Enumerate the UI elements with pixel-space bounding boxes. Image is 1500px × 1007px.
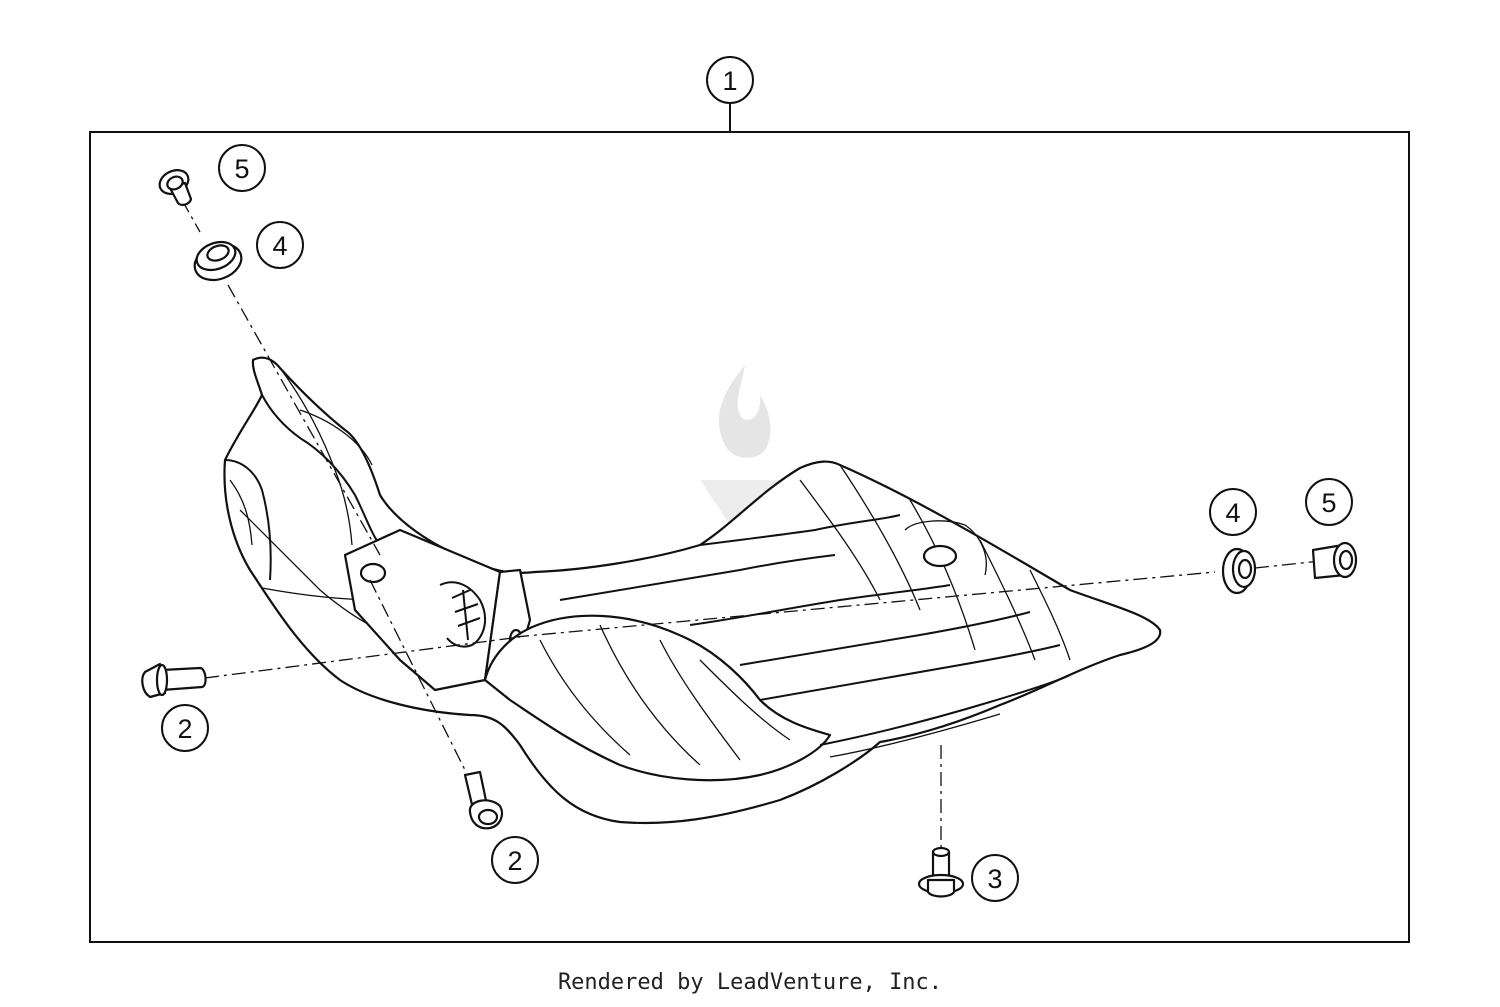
bolt-2-lower <box>463 770 504 830</box>
axis-line-right-mount <box>514 571 1216 638</box>
callout-4-right: 4 <box>1209 488 1257 536</box>
grommet-4-top-left <box>193 240 243 282</box>
callout-5-top-left-number: 5 <box>234 154 249 184</box>
grommet-4-right <box>1221 547 1257 595</box>
callout-2-left-number: 2 <box>177 714 192 744</box>
assembly-frame <box>89 131 1410 943</box>
callout-2-left: 2 <box>161 704 209 752</box>
callout-2-lower: 2 <box>491 836 539 884</box>
callout-4-right-number: 4 <box>1225 498 1240 528</box>
callout-1-number: 1 <box>722 66 737 96</box>
bolt-2-left <box>141 662 207 699</box>
brand-emblem <box>439 581 486 648</box>
axis-line-bolt-2b <box>369 579 466 771</box>
callout-3-number: 3 <box>987 864 1002 894</box>
bushing-5-top-left <box>158 169 193 206</box>
callout-3: 3 <box>971 854 1019 902</box>
callout-4-top-left: 4 <box>256 221 304 269</box>
callout-5-top-left: 5 <box>218 144 266 192</box>
axis-line-left-mount <box>227 284 381 556</box>
render-credit: Rendered by LeadVenture, Inc. <box>557 970 943 995</box>
skid-plate <box>223 356 1162 825</box>
axis-line-bolt-2a <box>204 636 521 679</box>
callout-5-right: 5 <box>1305 478 1353 526</box>
callout-1: 1 <box>706 56 754 104</box>
callout-5-right-number: 5 <box>1321 488 1336 518</box>
callout-2-lower-number: 2 <box>507 846 522 876</box>
bolt-3 <box>917 846 965 898</box>
callout-4-top-left-number: 4 <box>272 231 287 261</box>
bushing-5-right <box>1311 541 1358 580</box>
